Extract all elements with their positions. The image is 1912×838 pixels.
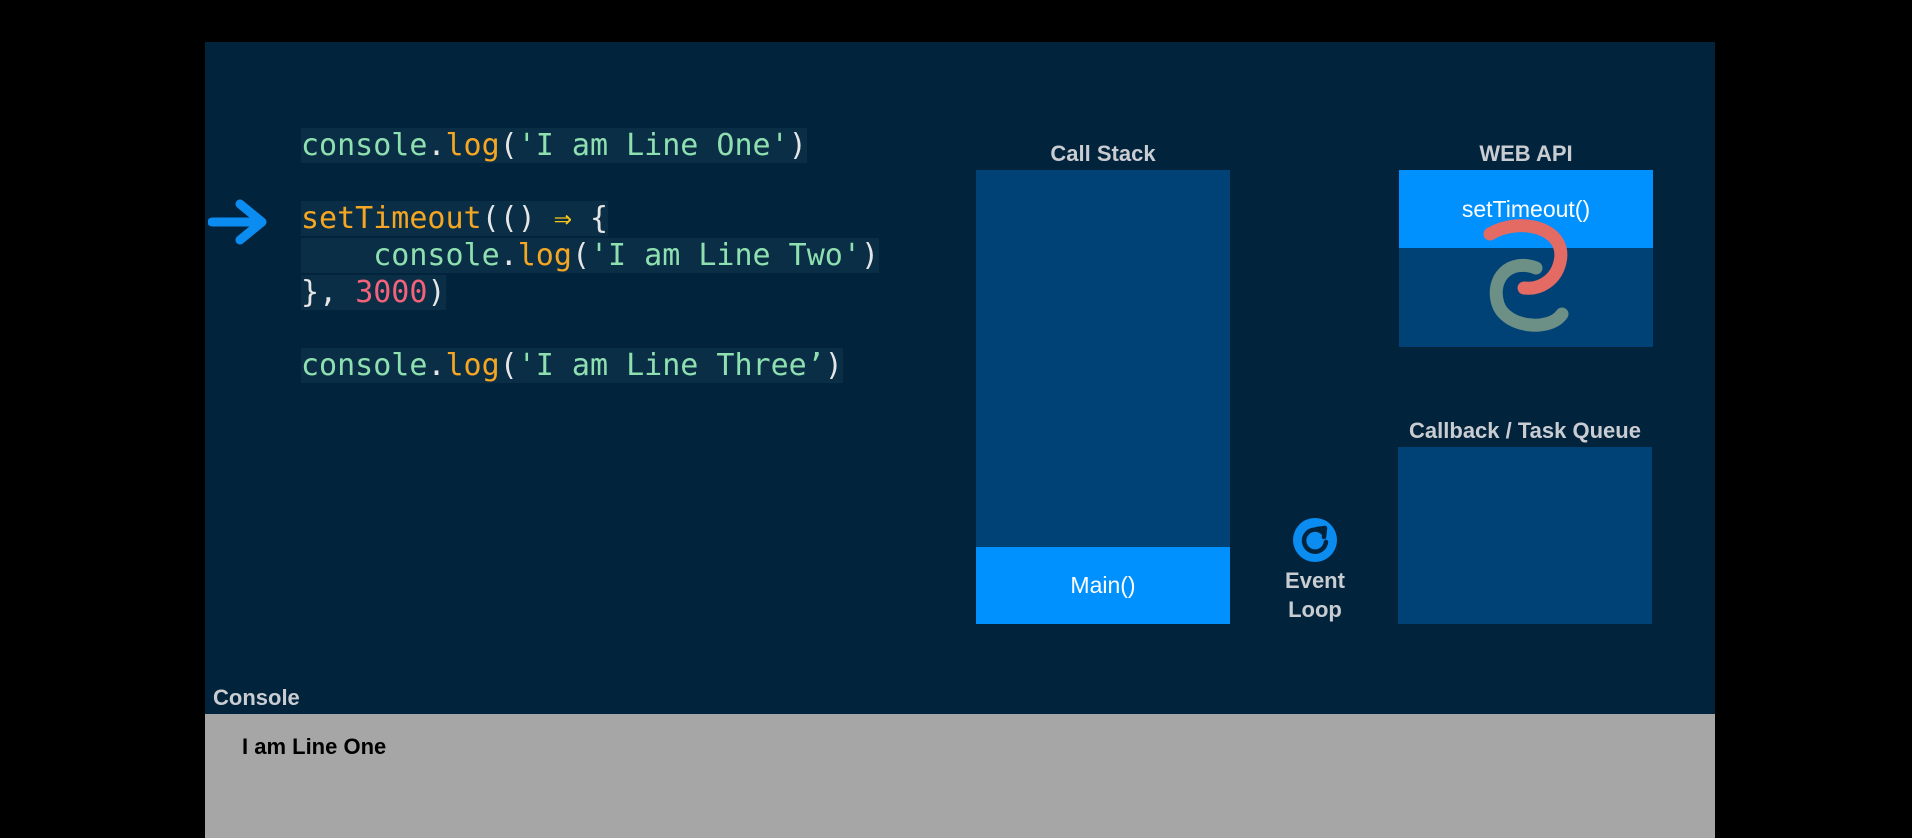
code-line-5: console.log('I am Line Three’) [301,347,879,384]
web-api-label: WEB API [1479,141,1573,166]
task-queue-panel [1398,447,1652,624]
code-token: 'I am Line One' [517,128,789,163]
code-token: console [301,348,428,383]
code-line-1: console.log('I am Line One') [301,127,879,164]
code-token: . [427,128,446,163]
code-token: { [590,201,609,236]
current-line-arrow-icon [208,199,267,245]
timer-logo-icon [1483,219,1569,332]
code-line-2: setTimeout(() ⇒ { [301,200,879,237]
code-token: 'I am Line Three’ [517,348,825,383]
code-token: ) [788,128,807,163]
web-api-item-settimeout: setTimeout() [1399,170,1653,248]
code-token: console [301,128,428,163]
code-token: console [373,238,500,273]
code-line-4: }, 3000) [301,274,879,311]
code-token: . [499,238,518,273]
console-output-line: I am Line One [242,734,387,759]
code-token: 3000 [355,275,428,310]
console-panel: I am Line One [205,714,1715,838]
call-stack-label: Call Stack [1050,141,1156,166]
code-token: ) [427,275,446,310]
console-label: Console [213,685,300,710]
code-token: ) [824,348,843,383]
code-token [301,238,373,273]
event-loop-label: Event Loop [1265,566,1365,624]
code-token: () [499,201,536,236]
code-token: log [445,128,500,163]
code-token: ( [499,128,518,163]
code-token: . [427,348,446,383]
code-listing: console.log('I am Line One') setTimeout(… [301,127,879,384]
diagram-stage: console.log('I am Line One') setTimeout(… [205,42,1715,838]
event-loop-label-line: Loop [1288,597,1342,622]
call-stack-frame-main: Main() [976,547,1230,624]
code-token: ( [481,201,500,236]
code-token: ⇒ [535,201,590,236]
code-token: setTimeout [301,201,482,236]
event-loop-label-line: Event [1285,568,1345,593]
code-token: } [301,275,320,310]
code-token: ) [860,238,879,273]
refresh-icon [1293,518,1337,562]
code-line-3: console.log('I am Line Two') [301,237,879,274]
task-queue-label: Callback / Task Queue [1409,418,1641,443]
code-token: 'I am Line Two' [590,238,861,273]
code-token: , [319,275,356,310]
code-token: log [445,348,500,383]
code-token: ( [499,348,518,383]
code-token: ( [571,238,590,273]
code-token: log [517,238,572,273]
